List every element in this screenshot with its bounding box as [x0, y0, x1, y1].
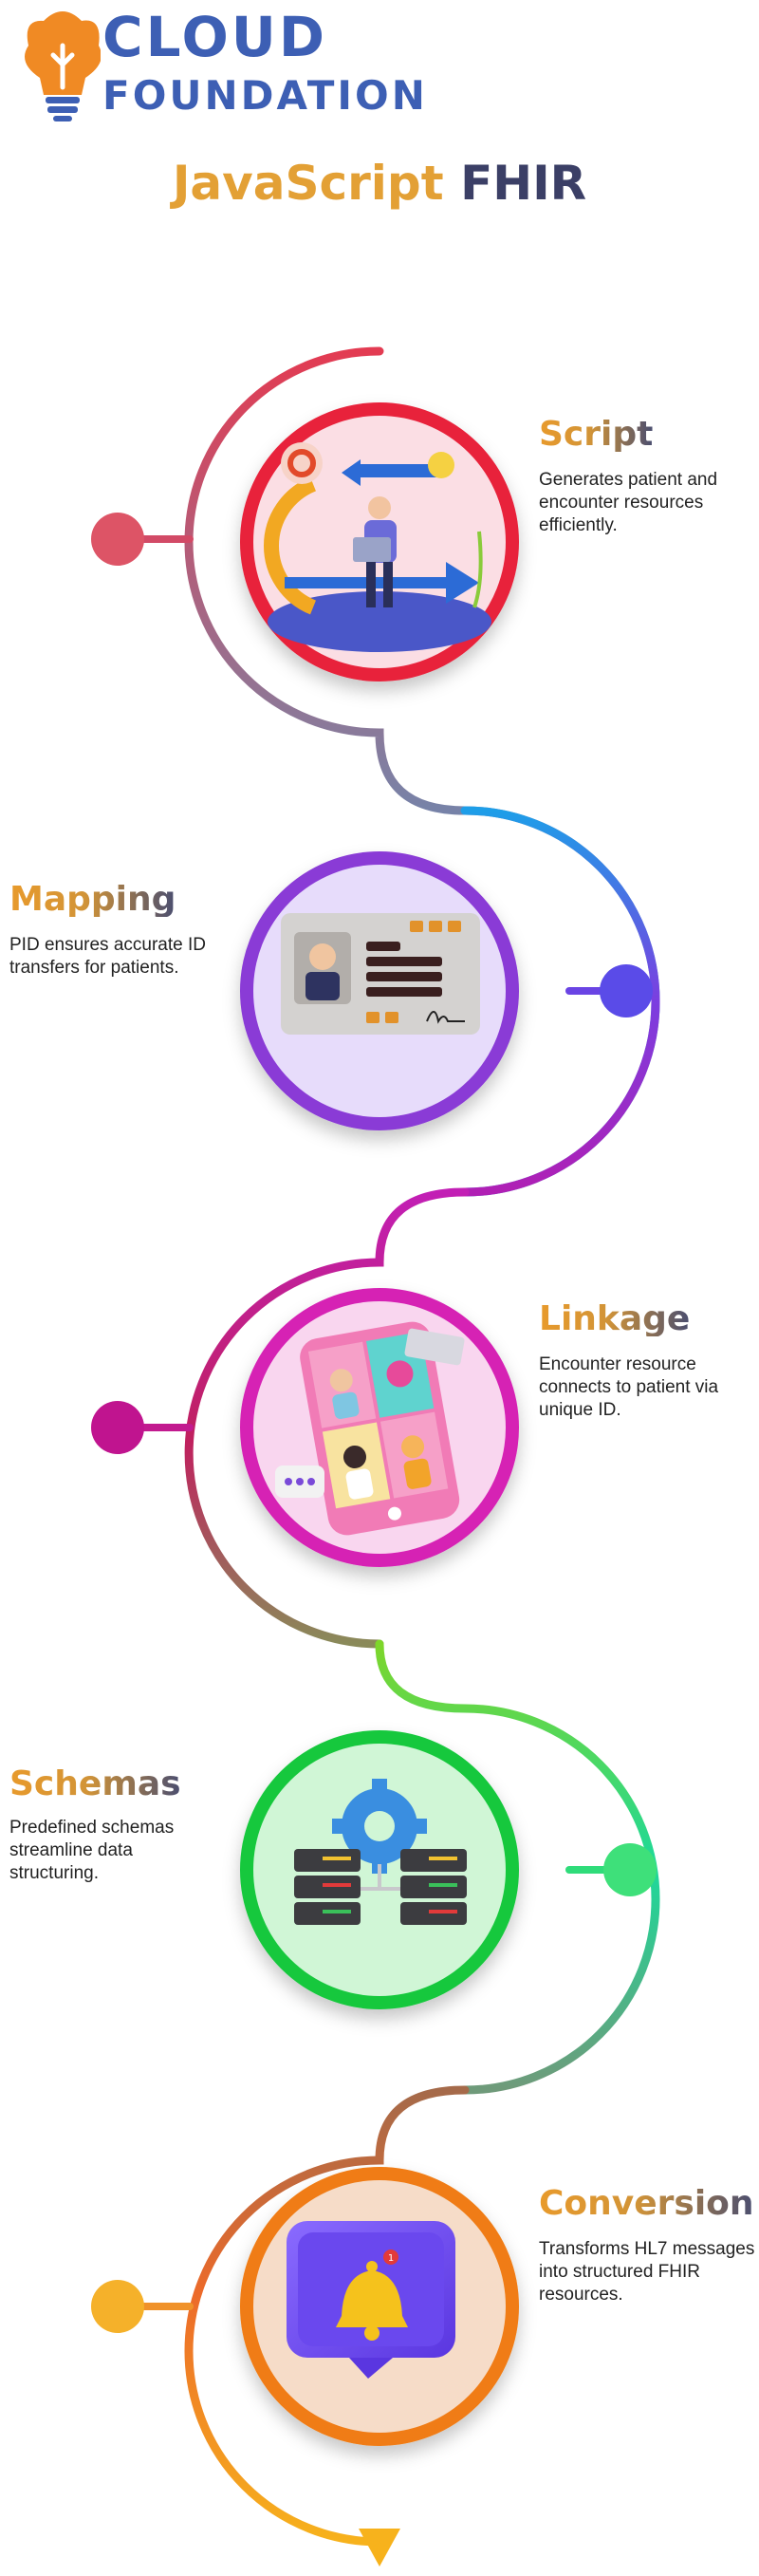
- step-linkage-description: Encounter resource connects to patient v…: [539, 1354, 719, 1420]
- logo-cloud-text: CLOUD: [102, 5, 328, 69]
- step-mapping-title: Mapping: [9, 880, 176, 919]
- step-schemas-description: Predefined schemas streamline data struc…: [9, 1818, 175, 1883]
- logo-foundation-text: FOUNDATION: [102, 72, 428, 119]
- notification-bell-icon: 1: [287, 2221, 455, 2379]
- developer-cycle-icon: [263, 442, 491, 652]
- step-conversion-title: Conversion: [539, 2184, 754, 2223]
- step-linkage-title: Linkage: [539, 1299, 691, 1338]
- title-fhir: FHIR: [460, 156, 587, 211]
- step-conversion-description: Transforms HL7 messages into structured …: [539, 2239, 755, 2305]
- logo: CLOUD FOUNDATION: [0, 0, 455, 133]
- step-script-title: Script: [539, 415, 654, 454]
- lightbulb-icon: [25, 11, 101, 121]
- phone-contacts-icon: [275, 1321, 465, 1536]
- step-mapping-description: PID ensures accurate ID transfers for pa…: [9, 935, 206, 978]
- arrow-head-icon: [359, 2529, 400, 2567]
- page-title: JavaScript FHIR: [0, 159, 759, 207]
- connector-line: [184, 295, 660, 2547]
- side-connectors: [91, 513, 657, 2333]
- server-gear-icon: [294, 1779, 467, 1925]
- step-schemas-title: Schemas: [9, 1764, 181, 1803]
- svg-text:1: 1: [388, 2253, 394, 2264]
- id-card-icon: [281, 913, 480, 1035]
- title-javascript: JavaScript: [172, 156, 444, 211]
- step-script-description: Generates patient and encounter resource…: [539, 470, 718, 535]
